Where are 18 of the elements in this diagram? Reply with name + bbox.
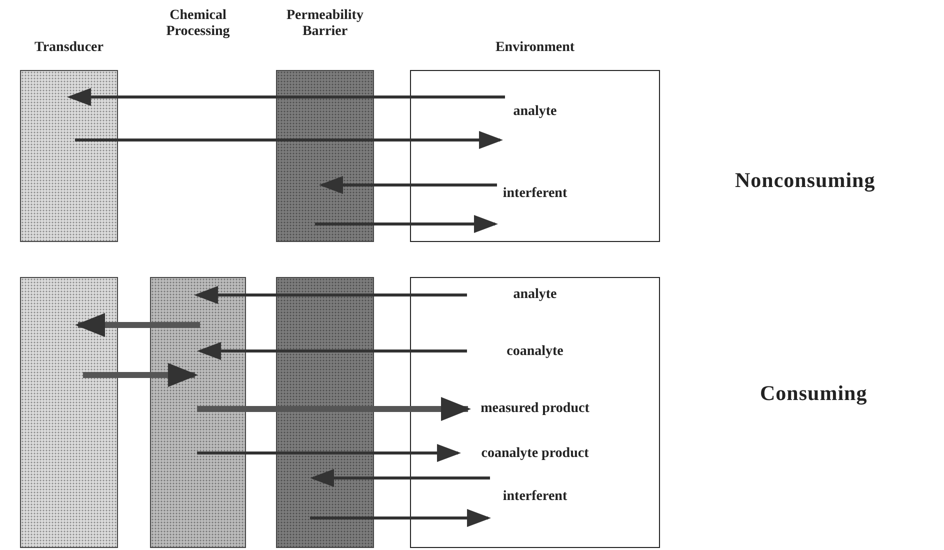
- column-heading: Environment: [494, 40, 576, 56]
- column-heading: Transducer: [34, 40, 104, 56]
- arrow: [315, 215, 498, 233]
- section-label: Nonconsuming: [735, 168, 876, 193]
- section-label: Consuming: [760, 381, 868, 406]
- arrow: [325, 131, 503, 149]
- arrow: [310, 469, 490, 487]
- arrow: [310, 509, 491, 527]
- arrow: [197, 342, 325, 360]
- arrow: [83, 363, 198, 387]
- arrow: [194, 286, 325, 304]
- column-heading: Permeability Barrier: [286, 8, 364, 40]
- column-heading: Chemical Processing: [165, 8, 231, 40]
- arrow: [325, 444, 461, 462]
- arrow: [75, 313, 200, 337]
- arrow: [67, 88, 325, 106]
- arrow: [319, 176, 497, 194]
- arrow: [325, 397, 471, 421]
